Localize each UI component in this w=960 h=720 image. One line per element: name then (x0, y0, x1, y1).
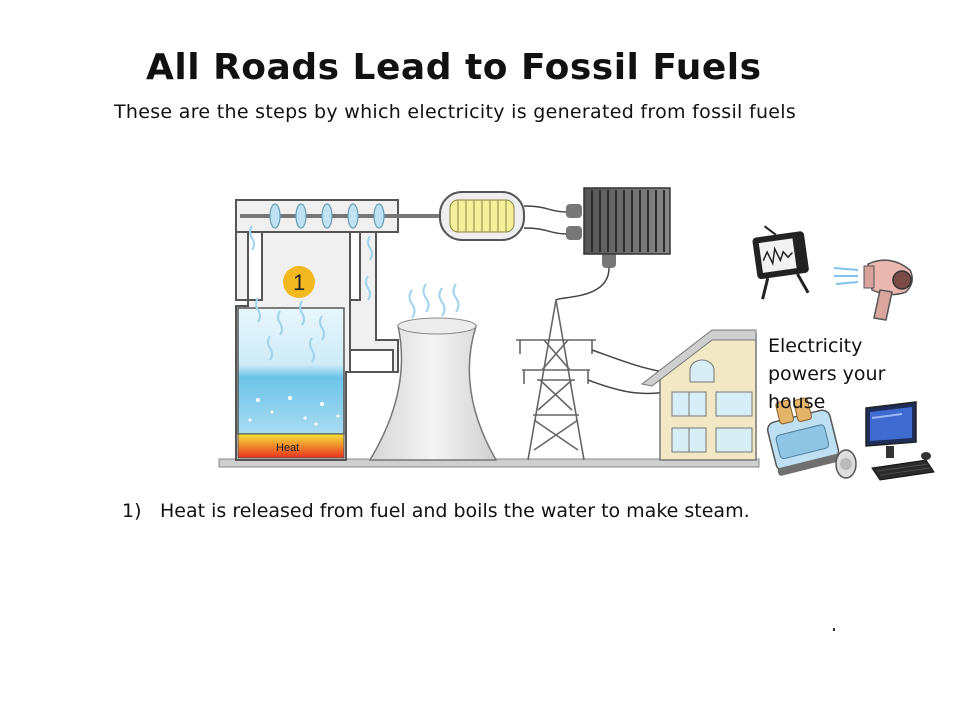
turbine-blades (269, 203, 385, 229)
toaster-icon (766, 397, 841, 476)
stray-dot (833, 628, 835, 631)
power-lines (587, 349, 667, 395)
note-line: Electricity (768, 335, 863, 357)
insulators (566, 204, 616, 268)
steam-waves (249, 225, 373, 363)
step-number: 1) (122, 500, 142, 522)
pylon (516, 299, 596, 461)
tower-steam (408, 283, 460, 319)
cooling-tower (368, 317, 498, 461)
tv-icon (752, 225, 810, 300)
page-subtitle: These are the steps by which electricity… (114, 101, 797, 123)
water-tank (237, 307, 345, 435)
generator (439, 191, 525, 241)
water-bubbles (248, 396, 340, 426)
electricity-note: Electricity powers your house (768, 332, 918, 416)
heat-label: Heat (276, 442, 299, 454)
step-item: 1) Heat is released from fuel and boils … (122, 498, 792, 525)
note-line: powers your (768, 363, 886, 385)
note-line: house (768, 391, 826, 413)
step-badge (283, 266, 315, 298)
computer-icon (835, 401, 935, 481)
page-title: All Roads Lead to Fossil Fuels (146, 47, 762, 88)
step-text: Heat is released from fuel and boils the… (160, 500, 750, 522)
transformer-wire (555, 267, 610, 301)
hair-dryer-icon (833, 259, 913, 321)
heat-bar (237, 433, 345, 459)
transformer (583, 187, 671, 255)
generator-wires (523, 205, 567, 235)
house (640, 329, 757, 461)
step-badge-number: 1 (293, 270, 305, 295)
